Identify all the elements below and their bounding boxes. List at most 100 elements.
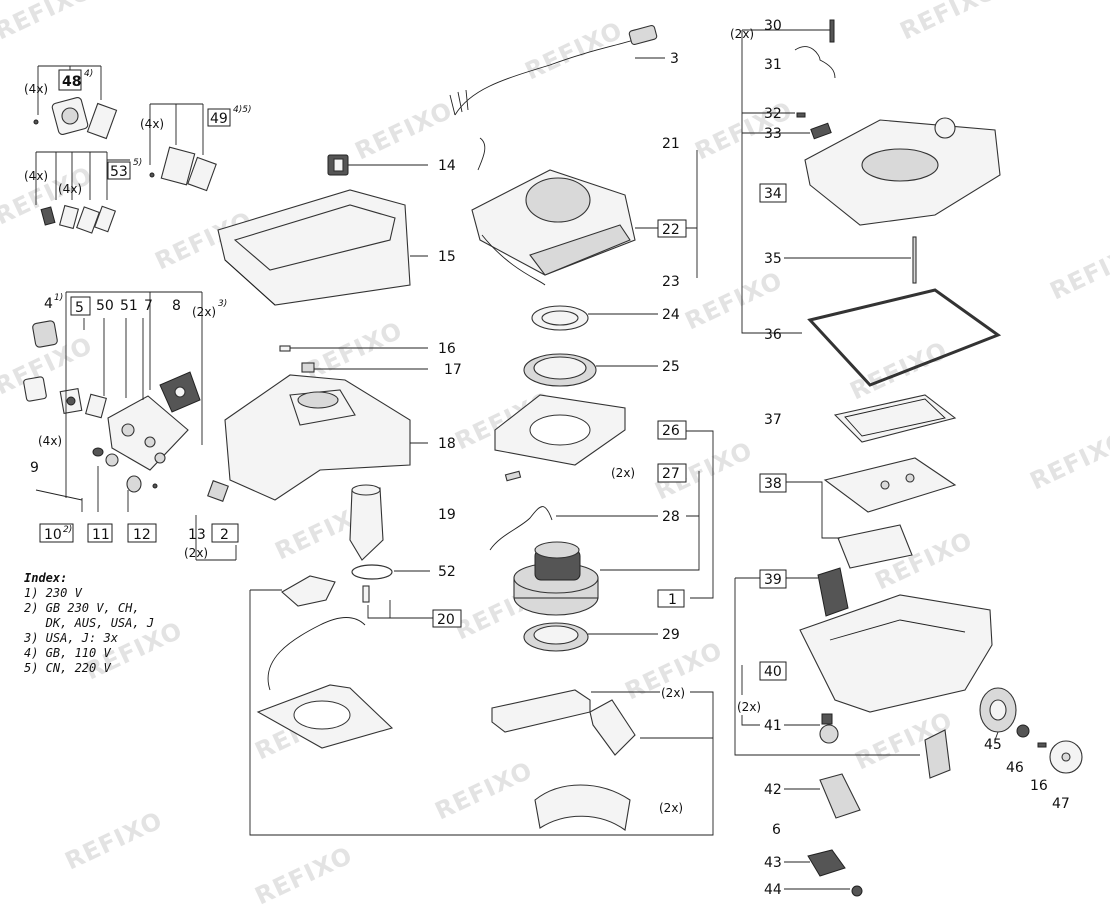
watermark: REFIXO <box>1026 426 1110 495</box>
label-48: 48 <box>62 74 81 90</box>
label-25: 25 <box>662 359 680 375</box>
label-3: 3 <box>670 51 679 67</box>
label-22: 22 <box>662 222 680 238</box>
part-44-knob <box>851 885 863 897</box>
label-37: 37 <box>764 412 782 428</box>
label-15: 15 <box>438 249 456 265</box>
label-36: 36 <box>764 327 782 343</box>
part-50-bracket <box>85 393 107 419</box>
index-entry: 5) CN, 220 V <box>24 661 111 675</box>
label-6: 6 <box>772 822 781 838</box>
part-2-connector <box>207 480 229 502</box>
quantity-label: (4x) <box>24 82 48 96</box>
index-legend: Index: 1) 230 V 2) GB 230 V, CH, DK, AUS… <box>24 571 154 676</box>
part-19-filter-cage <box>349 484 384 561</box>
label-19: 19 <box>438 507 456 523</box>
part-16b-screw <box>1037 742 1047 748</box>
label-4: 4 <box>44 296 53 312</box>
label-52: 52 <box>438 564 456 580</box>
part-20-cover-set <box>256 575 394 749</box>
label-29: 29 <box>662 627 680 643</box>
quantity-label: (4x) <box>38 434 62 448</box>
label-26: 26 <box>662 423 680 439</box>
part-curved-plate <box>534 784 631 831</box>
watermark: REFIXO <box>301 316 407 385</box>
watermark: REFIXO <box>61 806 167 875</box>
label-33: 33 <box>764 126 782 142</box>
part-3-power-cable <box>449 24 658 116</box>
part-45-wheel <box>979 687 1017 733</box>
part-numbers: 48 4) 49 4)5) 53 5) 4 1) 5 50 51 7 8 3) … <box>30 18 1070 898</box>
part-36-gasket <box>807 288 1002 387</box>
quantity-label: (2x) <box>737 700 761 714</box>
watermark: REFIXO <box>1046 236 1110 305</box>
quantity-label: (2x) <box>184 546 208 560</box>
label-30: 30 <box>764 18 782 34</box>
label-44: 44 <box>764 882 782 898</box>
part-filter-strip <box>491 689 591 733</box>
part-41-caster <box>819 713 839 744</box>
part-11-knob <box>92 447 119 467</box>
part-8-circuit-board <box>159 371 201 413</box>
part-32-screw <box>796 112 806 118</box>
label-17: 17 <box>444 362 462 378</box>
quantity-label: (4x) <box>24 169 48 183</box>
quantity-label: (4x) <box>140 117 164 131</box>
part-4-cover <box>32 320 58 348</box>
quantity-labels: (4x) (4x) (4x) (4x) (4x) (2x) (2x) (2x) … <box>24 27 761 815</box>
label-18: 18 <box>438 436 456 452</box>
index-entry: DK, AUS, USA, J <box>24 616 155 630</box>
watermark: REFIXO <box>846 336 952 405</box>
index-entry: 4) GB, 110 V <box>24 646 111 660</box>
label-53: 53 <box>110 164 128 180</box>
quantity-label: (2x) <box>659 801 683 815</box>
quantity-label: (2x) <box>661 686 685 700</box>
part-43-latch <box>807 849 846 877</box>
quantity-label: (2x) <box>730 27 754 41</box>
part-1-motor <box>513 541 599 616</box>
part-18-upper-housing <box>224 374 411 501</box>
part-49-plate <box>149 146 217 192</box>
label-51: 51 <box>120 298 138 314</box>
part-29-seal-ring <box>523 622 589 652</box>
part-9-plate <box>23 376 47 402</box>
label-47: 47 <box>1052 796 1070 812</box>
label-34: 34 <box>764 186 782 202</box>
label-21: 21 <box>662 136 680 152</box>
part-26-mounting-plate <box>494 394 626 466</box>
watermark: REFIXO <box>251 841 357 908</box>
label-20: 20 <box>437 612 455 628</box>
part-33-clip <box>810 122 832 140</box>
part-27-clip <box>504 470 522 482</box>
watermark: REFIXO <box>521 16 627 85</box>
superscript-53: 5) <box>133 158 142 168</box>
quantity-label: (2x) <box>611 466 635 480</box>
label-31: 31 <box>764 57 782 73</box>
leader-lines <box>35 29 999 890</box>
superscript-48: 4) <box>84 69 93 79</box>
superscript-2x: 3) <box>218 299 227 309</box>
label-39: 39 <box>764 572 782 588</box>
label-8: 8 <box>172 298 181 314</box>
part-16-screw <box>279 345 291 352</box>
superscript-49: 4)5) <box>233 105 251 115</box>
part-28-wire <box>489 506 553 551</box>
label-41: 41 <box>764 718 782 734</box>
part-31-wire <box>794 46 836 79</box>
label-28: 28 <box>662 509 680 525</box>
index-title: Index: <box>24 571 68 585</box>
part-22-motor-cover <box>471 137 636 286</box>
label-9: 9 <box>30 460 39 476</box>
part-35-rod <box>912 236 917 284</box>
label-27: 27 <box>662 466 680 482</box>
label-14: 14 <box>438 158 456 174</box>
label-7: 7 <box>144 298 153 314</box>
part-7-switch-panel <box>107 395 189 471</box>
part-39-clip <box>817 567 849 617</box>
label-46: 46 <box>1006 760 1024 776</box>
index-entry: 3) USA, J: 3x <box>24 631 118 645</box>
label-24: 24 <box>662 307 680 323</box>
label-40: 40 <box>764 664 782 680</box>
label-38: 38 <box>764 476 782 492</box>
watermark: REFIXO <box>0 0 97 45</box>
